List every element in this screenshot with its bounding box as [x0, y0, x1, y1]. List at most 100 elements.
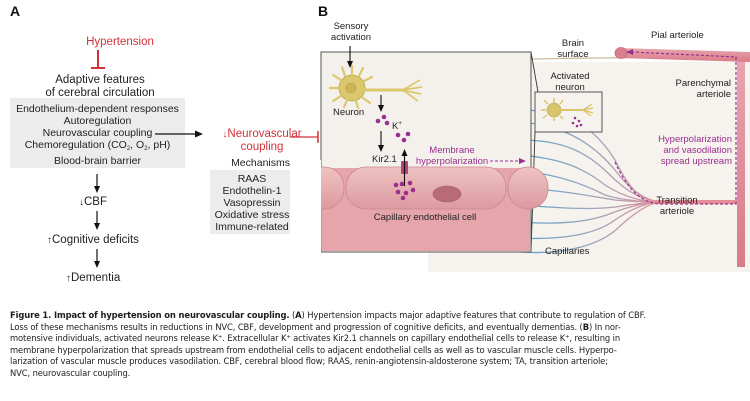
nvc-arrow-head	[195, 130, 203, 138]
activated-neuron-label: Activated neuron	[540, 71, 600, 93]
membrane-line1: Membrane	[429, 145, 475, 156]
feature-bbb: Blood-brain barrier	[54, 155, 141, 167]
activated-line2: neuron	[555, 82, 585, 93]
brain-surface-label: Brain surface	[548, 38, 598, 60]
arrow-to-cbf-head	[94, 186, 100, 193]
mechanism-immune: Immune-related	[215, 221, 289, 233]
zoom-line-top	[530, 51, 539, 93]
chemo-end: , pH)	[147, 139, 171, 151]
up-arrow-icon: ↑	[66, 273, 71, 284]
down-arrow-icon: ↓	[79, 197, 84, 208]
capillaries-label: Capillaries	[545, 246, 590, 257]
inhibition-bar	[91, 67, 105, 69]
k-ion-label: K+	[392, 119, 402, 132]
transition-line2: arteriole	[659, 206, 695, 217]
k-ions-extracellular	[375, 114, 411, 143]
membrane-hyperpolarization-label: Membrane hyperpolarization	[410, 145, 494, 167]
panel-a-arrows	[94, 130, 319, 268]
sensory-line1: Sensory	[333, 21, 369, 32]
mechanism-raas: RAAS	[237, 173, 267, 185]
transition-line1: Transition	[656, 195, 698, 206]
reduced-nvc-line1: Neurovascular	[227, 128, 302, 140]
reduced-nvc-label: ↓Neurovascular coupling	[207, 128, 317, 154]
sensory-arrow-head	[347, 61, 353, 68]
brain-line1: Brain	[561, 38, 585, 49]
spread-path	[614, 51, 737, 205]
cbf-label: ↓CBF	[79, 196, 107, 209]
mechanism-endothelin: Endothelin-1	[222, 185, 282, 197]
spread-arrow-head	[626, 49, 633, 55]
feature-chemoregulation: Chemoregulation (CO2, O2, pH)	[10, 139, 185, 155]
feature-neurovascular-coupling: Neurovascular coupling	[42, 127, 153, 139]
parenchymal-arteriole	[737, 55, 745, 267]
caption-line-2: Loss of these mechanisms results in redu…	[10, 322, 745, 334]
panel-b-label: B	[318, 3, 329, 19]
caption-line-6: NVC, neurovascular coupling.	[10, 367, 131, 378]
caption-line-5: larization of vascular muscle produces v…	[10, 356, 608, 367]
caption-line-3: motensive individuals, activated neurons…	[10, 333, 621, 344]
capillary-branch	[519, 201, 661, 240]
activated-line1: Activated	[550, 71, 590, 82]
pial-arteriole-opening	[614, 47, 628, 59]
co2-subscript: 2	[126, 146, 131, 152]
caption-line-1: Figure 1. Impact of hypertension on neur…	[10, 310, 646, 320]
caption-b-label: B	[582, 321, 589, 332]
hypertension-label: Hypertension	[86, 36, 154, 48]
adaptive-features-title: Adaptive features of cerebral circulatio…	[20, 74, 180, 100]
activated-neuron-inset	[534, 91, 603, 133]
spread-line2: and vasodilation	[663, 145, 732, 156]
capillary-endothelial-cell-label: Capillary endothelial cell	[373, 212, 477, 223]
cognitive-deficits-label: ↑Cognitive deficits	[47, 234, 139, 247]
caption-line1-text: Hypertension impacts major adaptive feat…	[304, 310, 646, 320]
sensory-activation-label: Sensory activation	[323, 21, 379, 43]
parenchymal-arteriole-label: Parenchymal arteriole	[655, 78, 731, 100]
capillary-branch	[519, 154, 661, 203]
mask-left	[290, 160, 321, 260]
mechanism-oxidative-stress: Oxidative stress	[214, 209, 290, 221]
endothelial-cell-right	[507, 166, 549, 210]
sensory-line2: activation	[330, 32, 372, 43]
mechanisms-box: RAAS Endothelin-1 Vasopressin Oxidative …	[210, 170, 294, 234]
up-arrow-icon: ↑	[47, 235, 52, 246]
feature-autoregulation: Autoregulation	[63, 115, 132, 127]
spread-upstream-label: Hyperpolarization and vasodilation sprea…	[624, 134, 732, 167]
endothelial-cell-center	[345, 166, 507, 210]
kir-arrow-down-head	[378, 145, 384, 152]
chemo-mid: , O	[130, 139, 145, 151]
adaptive-features-box: Endothelium-dependent responses Autoregu…	[10, 98, 185, 168]
caption-line-4: membrane hyperpolarization that spreads …	[10, 344, 617, 355]
mechanism-vasopressin: Vasopressin	[223, 197, 281, 209]
brain-line2: surface	[557, 49, 589, 60]
spread-line1: Hyperpolarization	[658, 134, 732, 145]
cbf-text: CBF	[84, 196, 107, 208]
adaptive-title-line2: of cerebral circulation	[45, 87, 155, 99]
parenchymal-line1: Parenchymal	[675, 78, 731, 89]
panel-a-label: A	[10, 3, 21, 19]
neuron-icon	[328, 64, 423, 110]
down-arrow-icon: ↓	[222, 129, 228, 140]
membrane-line2: hyperpolarization	[415, 156, 489, 167]
dementia-text: Dementia	[71, 272, 121, 284]
capillary-branch	[519, 139, 661, 203]
kir-label: Kir2.1	[372, 154, 397, 165]
dementia-label: ↑Dementia	[66, 272, 120, 285]
panel-b-illustration	[290, 46, 750, 272]
small-neuron-icon	[541, 98, 594, 121]
spread-line3: spread upstream	[660, 156, 732, 167]
nucleus	[432, 185, 462, 203]
k-text: K	[392, 121, 399, 133]
mechanisms-label: Mechanisms:	[231, 157, 293, 169]
inhibition-line	[97, 50, 99, 67]
feature-endothelium: Endothelium-dependent responses	[16, 103, 179, 115]
capillary-branch	[519, 201, 661, 224]
pial-arteriole	[620, 48, 750, 62]
arrow-to-cognitive-head	[94, 223, 100, 230]
k-release-arrow-head	[378, 105, 384, 112]
arrow-to-dementia-head	[94, 261, 100, 268]
capillary-branch	[519, 187, 661, 203]
transition-arteriole-label: Transition arteriole	[647, 195, 707, 217]
parenchymal-line2: arteriole	[696, 89, 731, 100]
caption-title: Figure 1. Impact of hypertension on neur…	[10, 310, 290, 320]
small-k-ions	[571, 116, 583, 128]
cognitive-text: Cognitive deficits	[52, 234, 139, 246]
